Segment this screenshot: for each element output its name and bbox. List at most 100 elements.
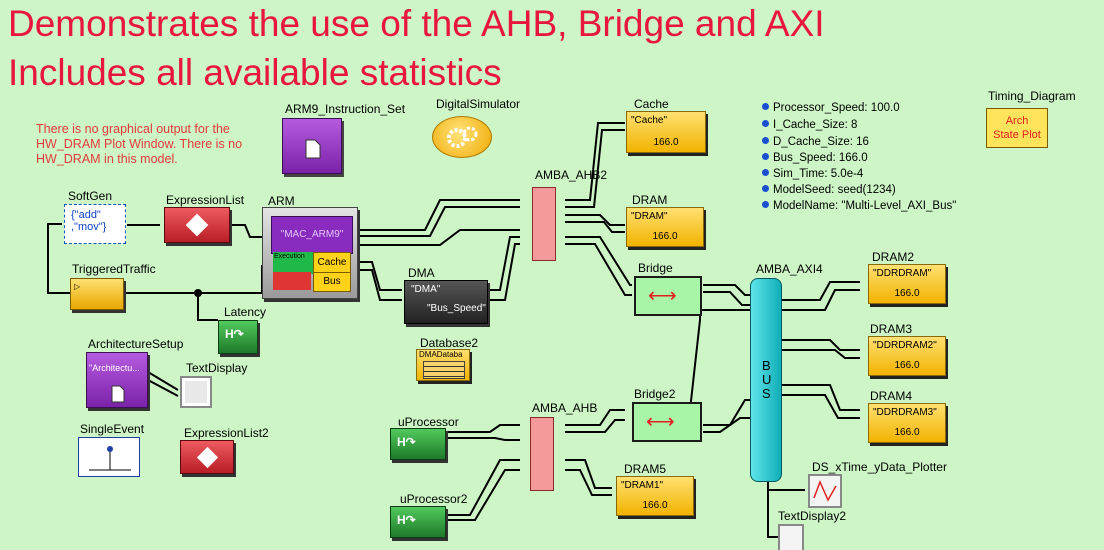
- timing-text2: State Plot: [993, 129, 1041, 141]
- diamond-icon: [185, 213, 209, 237]
- dram5-block[interactable]: "DRAM1" 166.0: [616, 476, 694, 516]
- arm-block[interactable]: "MAC_ARM9" Execution Cache Bus: [262, 207, 358, 299]
- arm9-block[interactable]: [282, 118, 342, 174]
- timing-text1: Arch: [1005, 115, 1029, 127]
- dram2-value: 166.0: [894, 288, 920, 299]
- singleevent-label: SingleEvent: [80, 422, 145, 436]
- arm-cache: Cache: [313, 252, 351, 274]
- param-model-seed[interactable]: ModelSeed: seed(1234): [762, 184, 896, 196]
- axi4-bus[interactable]: BUS: [750, 278, 782, 482]
- param-processor-speed[interactable]: Processor_Speed: 100.0: [762, 102, 900, 114]
- dma-text2: "Bus_Speed": [427, 303, 486, 314]
- ahb-bus[interactable]: [530, 417, 554, 491]
- digitalsim-gear-icon[interactable]: [432, 116, 492, 158]
- dram-text: "DRAM": [631, 211, 668, 222]
- dram3-block[interactable]: "DDRDRAM2" 166.0: [868, 336, 946, 376]
- textdisplay-block[interactable]: [180, 376, 212, 408]
- bus-text: BUS: [762, 358, 772, 401]
- textdisplay2-label: TextDisplay2: [778, 509, 847, 523]
- softgen-text: {"add" ,"mov"}: [71, 209, 107, 233]
- uproc2-label: uProcessor2: [400, 492, 468, 506]
- exprlist-label: ExpressionList: [166, 193, 245, 207]
- cache-text: "Cache": [631, 115, 668, 126]
- table-icon: [423, 361, 465, 379]
- bidirectional-arrow-icon: ⟷: [648, 285, 677, 307]
- document-icon: [111, 385, 125, 403]
- param-sim-time[interactable]: Sim_Time: 5.0e-4: [762, 168, 863, 180]
- play-icon: ▷: [74, 282, 81, 291]
- triggered-block[interactable]: ▷: [70, 278, 124, 310]
- dram4-block[interactable]: "DDRDRAM3" 166.0: [868, 403, 946, 443]
- arm-core: "MAC_ARM9": [271, 216, 353, 254]
- textdisplay2-block[interactable]: [778, 524, 804, 550]
- exprlist2-label: ExpressionList2: [184, 426, 269, 440]
- dram5-value: 166.0: [642, 500, 668, 511]
- softgen-block[interactable]: {"add" ,"mov"}: [64, 204, 126, 244]
- dma-text1: "DMA": [411, 284, 441, 295]
- ahb2-label: AMBA_AHB2: [535, 168, 608, 182]
- dram-block[interactable]: "DRAM" 166.0: [626, 207, 704, 247]
- ahb-label: AMBA_AHB: [532, 401, 598, 415]
- dram5-label: DRAM5: [624, 462, 667, 476]
- singleevent-block[interactable]: [78, 437, 140, 477]
- plotter-block[interactable]: [808, 474, 842, 508]
- document-icon: [305, 139, 321, 159]
- param-dcache-size[interactable]: D_Cache_Size: 16: [762, 136, 869, 148]
- plotter-label: DS_xTime_yData_Plotter: [812, 460, 947, 474]
- database2-text: DMADataba: [419, 350, 463, 359]
- title-line-1: Demonstrates the use of the AHB, Bridge …: [8, 3, 825, 44]
- arm-red-cell: [273, 272, 311, 290]
- bridge2-block[interactable]: ⟷: [632, 402, 702, 442]
- bridge-block[interactable]: ⟷: [634, 276, 702, 316]
- uproc-block[interactable]: H↷: [390, 428, 446, 460]
- digitalsim-label: DigitalSimulator: [436, 97, 521, 111]
- database2-block[interactable]: DMADataba: [416, 349, 470, 381]
- arm-exec: Execution: [273, 252, 313, 274]
- archsetup-block[interactable]: "Architectu...: [86, 352, 148, 408]
- cache-label: Cache: [634, 97, 669, 111]
- diamond-icon: [196, 446, 219, 469]
- param-bus-speed[interactable]: Bus_Speed: 166.0: [762, 152, 868, 164]
- uproc2-block[interactable]: H↷: [390, 506, 446, 538]
- timing-block[interactable]: Arch State Plot: [986, 108, 1048, 148]
- textdisplay-label: TextDisplay: [186, 361, 248, 375]
- param-icache-size[interactable]: I_Cache_Size: 8: [762, 119, 857, 131]
- param-model-name[interactable]: ModelName: "Multi-Level_AXI_Bus": [762, 200, 956, 212]
- dram-label: DRAM: [632, 193, 668, 207]
- dram4-text: "DDRDRAM3": [873, 407, 937, 418]
- bridge-label: Bridge: [638, 261, 673, 275]
- cache-block[interactable]: "Cache" 166.0: [626, 111, 706, 153]
- dma-label: DMA: [408, 266, 435, 280]
- arm-label: ARM: [268, 194, 295, 208]
- note-text: There is no graphical output for the HW_…: [36, 122, 243, 166]
- dram5-text: "DRAM1": [621, 480, 664, 491]
- softgen-label: SoftGen: [68, 189, 113, 203]
- uproc-label: uProcessor: [398, 415, 459, 429]
- archsetup-label: ArchitectureSetup: [88, 337, 184, 351]
- arm9-label: ARM9_Instruction_Set: [285, 102, 406, 116]
- dram3-label: DRAM3: [870, 322, 913, 336]
- dram4-label: DRAM4: [870, 389, 913, 403]
- exprlist-block[interactable]: [164, 207, 230, 243]
- dram2-label: DRAM2: [872, 250, 915, 264]
- bridge2-label: Bridge2: [634, 387, 676, 401]
- ahb2-bus[interactable]: [532, 187, 556, 261]
- triggered-label: TriggeredTraffic: [72, 262, 156, 276]
- hold-icon: H↷: [225, 327, 244, 341]
- hold-icon: H↷: [397, 435, 416, 449]
- dram3-text: "DDRDRAM2": [873, 340, 937, 351]
- latency-label: Latency: [224, 305, 267, 319]
- exprlist2-block[interactable]: [180, 440, 234, 474]
- latency-block[interactable]: H↷: [218, 320, 258, 354]
- dram-value: 166.0: [652, 231, 678, 242]
- cache-value: 166.0: [653, 137, 679, 148]
- bidirectional-arrow-icon: ⟷: [646, 411, 675, 433]
- title-line-2: Includes all available statistics: [8, 52, 502, 93]
- event-icon: [89, 446, 131, 471]
- dram2-block[interactable]: "DDRDRAM" 166.0: [868, 264, 946, 304]
- dram3-value: 166.0: [894, 360, 920, 371]
- dma-block[interactable]: "DMA" "Bus_Speed": [404, 280, 488, 324]
- axi4-label: AMBA_AXI4: [756, 262, 823, 276]
- arm-bus: Bus: [313, 272, 351, 292]
